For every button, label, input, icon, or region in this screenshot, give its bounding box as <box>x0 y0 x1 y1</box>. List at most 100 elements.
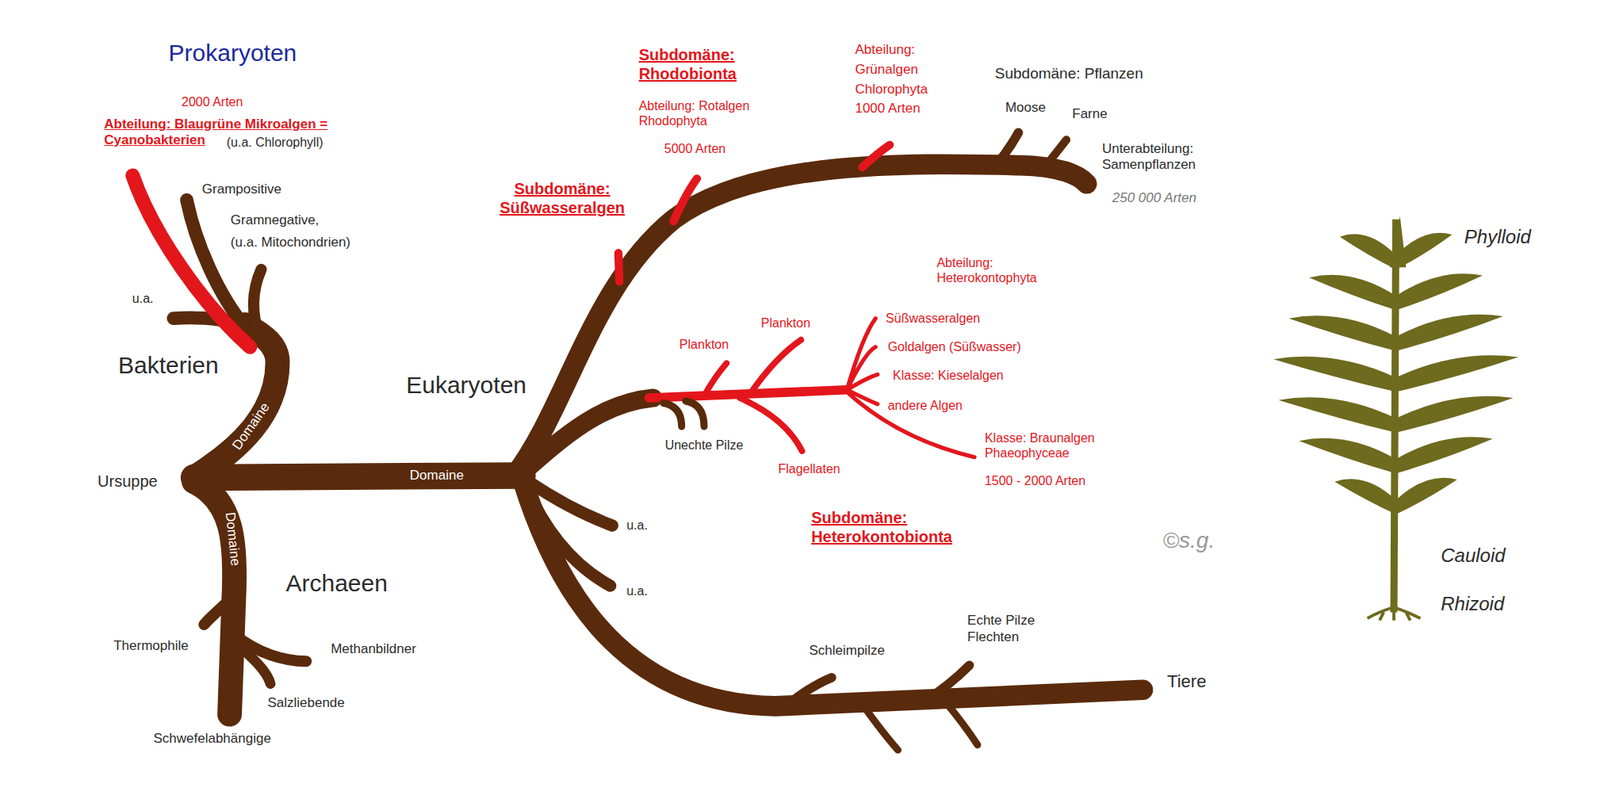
part-label: Cauloid <box>1440 544 1505 568</box>
tree-branch <box>233 640 271 684</box>
tree-branch <box>203 597 233 625</box>
part-label: Rhizoid <box>1440 592 1505 616</box>
tree-branch <box>194 324 279 478</box>
node-text: Gramnegative, <box>230 212 320 229</box>
alga-leaf <box>1273 356 1396 393</box>
tree-branch-red <box>846 318 975 458</box>
tree-branch <box>663 401 705 427</box>
archaea-region: ArchaeenThermophile MethanbildnerSalzlieb… <box>63 558 441 782</box>
alga-leaf <box>1309 275 1396 311</box>
node-text: andere Algen <box>888 398 963 414</box>
alga-leaf <box>1334 478 1396 515</box>
region-fill <box>822 18 986 177</box>
node-text: (u.a. Mitochondrien) <box>230 234 351 251</box>
region-fill <box>836 244 1153 548</box>
division-circle: Abteilung: Grünalgen Chlorophyta 1000 Ar… <box>822 18 986 177</box>
node-text: Subdomäne: Heterokontobionta <box>811 508 986 547</box>
node-text: Abteilung: Grünalgen Chlorophyta 1000 Ar… <box>854 40 949 119</box>
alga-leaf <box>1396 478 1458 515</box>
node-text: Klasse: Kieselalgen <box>892 367 1004 383</box>
node-text: Grampositive <box>202 181 282 198</box>
subdomain-ellipse: Subdomäne: Süßwasseralgen <box>471 148 654 251</box>
tree-branch <box>253 269 261 340</box>
tree-branch <box>194 475 523 479</box>
region-fill <box>471 148 654 251</box>
branch-label: Domaine <box>229 399 274 453</box>
node-text: Moose <box>1005 99 1046 116</box>
tree-branch <box>1042 139 1067 169</box>
part-label: Phylloid <box>1464 225 1532 249</box>
node-text: (u.a. Chlorophyll) <box>226 135 324 151</box>
alga-stem <box>1393 219 1397 613</box>
alga-leaf <box>1396 314 1504 352</box>
alga-leaf <box>1278 397 1397 433</box>
subdomain-ellipse: PlanktonPlanktonUnechte PilzeFlagellaten… <box>630 241 1156 570</box>
alga-leaf <box>1396 355 1519 392</box>
node-text: Schleimpilze <box>808 643 885 659</box>
node-text: Abteilung: Heterokontophyta <box>936 255 1076 286</box>
node-text: Schwefelabhängige <box>153 731 271 747</box>
node-text: 250 000 Arten <box>1112 189 1197 206</box>
node-text: Prokaryoten <box>168 38 298 68</box>
node-text: u.a. <box>626 517 648 533</box>
tree-branch-red <box>704 363 727 396</box>
watermark: ©s.g. <box>1162 527 1215 555</box>
root-label: Ursuppe <box>97 471 158 491</box>
node-text: Unterabteilung: Samenpflanzen <box>1102 141 1222 174</box>
node-text: Abteilung: Rotalgen Rhodophyta <box>639 98 786 129</box>
alga-leaf <box>1298 438 1396 475</box>
prokaryote-region: Prokaryoten 2000 ArtenAbteilung: Blaugrün… <box>56 15 449 786</box>
alga-illustration <box>1273 216 1519 621</box>
node-text: 2000 Arten <box>181 94 243 110</box>
alga-leaf <box>1396 273 1483 311</box>
subdomain-region: Subdomäne: PflanzenMooseFarneUnterabteil… <box>816 22 1251 222</box>
region-fill <box>604 28 808 192</box>
tree-branch <box>520 398 653 475</box>
node-text: Plankton <box>679 336 729 353</box>
node-text: Eukaryoten <box>405 371 527 400</box>
region-shape <box>822 18 986 177</box>
node-text: Klasse: Braunalgen Phaeophyceae <box>984 430 1144 461</box>
tree-branch <box>522 479 1143 707</box>
branch-label: Domaine <box>222 511 244 567</box>
node-text: 5000 Arten <box>664 141 726 157</box>
node-text: u.a. <box>132 290 154 307</box>
region-fill <box>816 22 1251 222</box>
node-text: Flagellaten <box>777 461 840 477</box>
tree-branch-red <box>673 178 697 222</box>
region-fill <box>56 15 449 786</box>
region-shape <box>836 244 1153 548</box>
region-fill <box>63 558 441 782</box>
tree-branch-red <box>750 340 801 395</box>
node-text: Salzliebende <box>267 695 345 712</box>
alga-leaf <box>1396 396 1514 433</box>
node-text: Goldalgen (Süßwasser) <box>888 339 1022 355</box>
region-fill <box>369 15 1266 784</box>
region-shape <box>369 15 1266 784</box>
region-fill <box>630 241 1156 570</box>
region-fill <box>89 79 422 400</box>
alga-rhizoid <box>1367 607 1421 621</box>
node-text: Echte Pilze Flechten <box>967 612 1059 646</box>
subdomain-ellipse: Subdomäne: RhodobiontaAbteilung: Rotalge… <box>604 28 808 192</box>
tree-branch-red <box>739 398 803 452</box>
node-text: Archaeen <box>285 569 387 598</box>
node-text: u.a. <box>626 584 648 600</box>
node-text: Farne <box>1071 106 1107 123</box>
tree-branch-red <box>862 145 891 168</box>
alga-leaf <box>1396 436 1493 474</box>
alga-leaf <box>1339 233 1397 270</box>
eukaryote-region: Eukaryoten u.a. u.a. Schleimpilze Echte Pilz… <box>369 15 1266 784</box>
node-text: Bakterien <box>118 351 219 380</box>
node-text: Tiere <box>1167 670 1206 692</box>
node-text: Subdomäne: Rhodobionta <box>639 45 758 84</box>
node-text: Subdomäne: Süßwasseralgen <box>486 179 638 218</box>
bacteria-region: 2000 ArtenAbteilung: Blaugrüne Mikroalge… <box>89 79 422 400</box>
tree-branch-red <box>132 175 250 347</box>
node-text: Methanbildner <box>330 640 417 657</box>
node-text: 1500 - 2000 Arten <box>984 474 1086 490</box>
node-text: Unechte Pilze <box>665 438 744 454</box>
node-text: Thermophile <box>113 637 189 654</box>
tree-branch <box>862 700 978 751</box>
